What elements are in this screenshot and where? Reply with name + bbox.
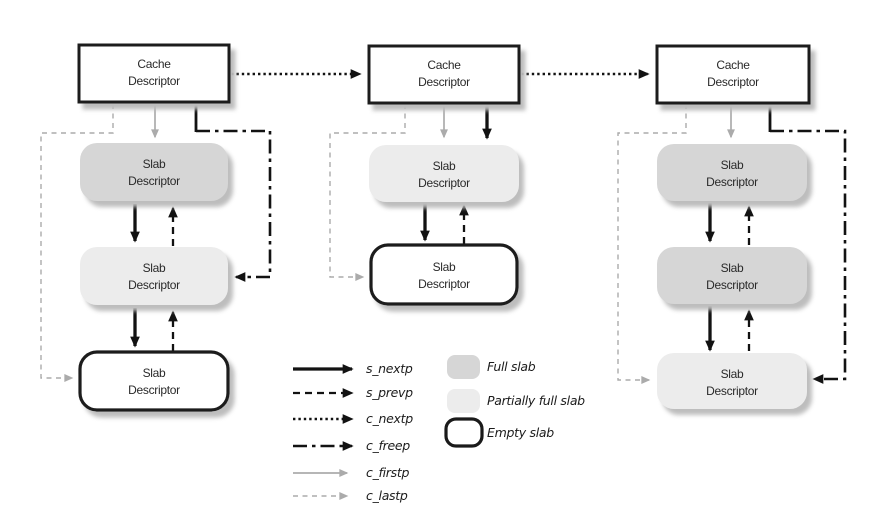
cache-descriptor-3-label-line1: Cache [716,58,750,72]
slab-descriptor-3-1-box [657,144,807,201]
slab-descriptor-1-2-label-line1: Slab [143,261,166,275]
slab-descriptor-3-2-full: Slab Descriptor [657,247,807,304]
slab-descriptor-1-1-label-line1: Slab [143,157,166,171]
slab-descriptor-2-2-box [369,243,519,306]
cache-descriptor-3-box [655,44,811,105]
slab-descriptor-2-1-partial: Slab Descriptor [369,145,519,202]
slab-descriptor-1-2-box [80,247,228,305]
legend-c-firstp-label: c_firstp [366,465,409,480]
legend-full-slab-swatch [447,355,480,379]
slab-descriptor-3-2-label-line2: Descriptor [706,278,758,292]
slab-descriptor-1-1-full: Slab Descriptor [80,143,228,201]
cache-descriptor-2: Cache Descriptor [367,44,521,105]
legend-s-prevp-label: s_prevp [366,385,413,400]
cache-descriptor-1: Cache Descriptor [77,43,231,104]
slab-descriptor-3-1-full: Slab Descriptor [657,144,807,201]
legend-c-lastp-label: c_lastp [366,488,408,503]
legend-c-freep-label: c_freep [366,438,410,453]
cache-descriptor-2-label-line2: Descriptor [418,75,470,89]
cache-descriptor-1-box [77,43,231,104]
legend-s-nextp-label: s_nextp [366,361,413,376]
slab-descriptor-3-1-label-line2: Descriptor [706,175,758,189]
slab-descriptor-1-3-label-line2: Descriptor [128,383,180,397]
slab-descriptor-1-3-empty: Slab Descriptor [78,350,230,412]
legend-full-slab-label: Full slab [487,359,536,374]
cache-descriptor-3-label-line2: Descriptor [707,75,759,89]
slab-descriptor-1-3-label-line1: Slab [143,366,166,380]
slab-descriptor-3-1-label-line1: Slab [721,158,744,172]
c-lastp-arrow-col2 [329,104,406,281]
cache-descriptor-2-label-line1: Cache [427,58,461,72]
slab-descriptor-2-2-empty: Slab Descriptor [369,243,519,306]
slab-descriptor-3-3-partial: Slab Descriptor [657,353,807,409]
legend-slab-types: Full slab Partially full slab Empty slab [444,355,585,448]
legend-c-nextp-label: c_nextp [366,411,413,426]
slab-descriptor-1-2-label-line2: Descriptor [128,278,180,292]
cache-descriptor-2-box [367,44,521,105]
slab-descriptor-1-3-box [78,350,230,412]
slab-descriptor-2-1-box [369,145,519,202]
slab-descriptor-3-2-box [657,247,807,304]
slab-descriptor-1-1-label-line2: Descriptor [128,174,180,188]
c-lastp-arrow-col1 [40,104,114,382]
slab-descriptor-3-3-box [657,353,807,409]
slab-descriptor-2-1-label-line2: Descriptor [418,176,470,190]
slab-descriptor-1-2-partial: Slab Descriptor [80,247,228,305]
cache-descriptor-1-label-line2: Descriptor [128,74,180,88]
legend-pointers: s_nextp s_prevp c_nextp c_freep c_firstp… [293,361,414,503]
c-freep-arrow-col3 [770,129,847,384]
c-lastp-arrow-col3 [617,104,687,384]
slab-descriptor-3-3-label-line1: Slab [721,367,744,381]
slab-descriptor-3-3-label-line2: Descriptor [706,384,758,398]
legend-empty-slab-swatch [444,417,484,448]
c-freep-arrow-col1 [196,129,272,282]
legend-partially-full-slab-swatch [447,389,480,413]
legend-empty-slab-label: Empty slab [487,425,554,440]
slab-descriptor-2-2-label-line1: Slab [433,260,456,274]
slab-descriptor-1-1-box [80,143,228,201]
slab-descriptor-3-2-label-line1: Slab [721,261,744,275]
legend-partially-full-slab-label: Partially full slab [487,393,585,408]
slab-descriptor-2-2-label-line2: Descriptor [418,277,470,291]
cache-descriptor-3: Cache Descriptor [655,44,811,105]
cache-descriptor-1-label-line1: Cache [137,57,171,71]
slab-descriptor-2-1-label-line1: Slab [433,159,456,173]
